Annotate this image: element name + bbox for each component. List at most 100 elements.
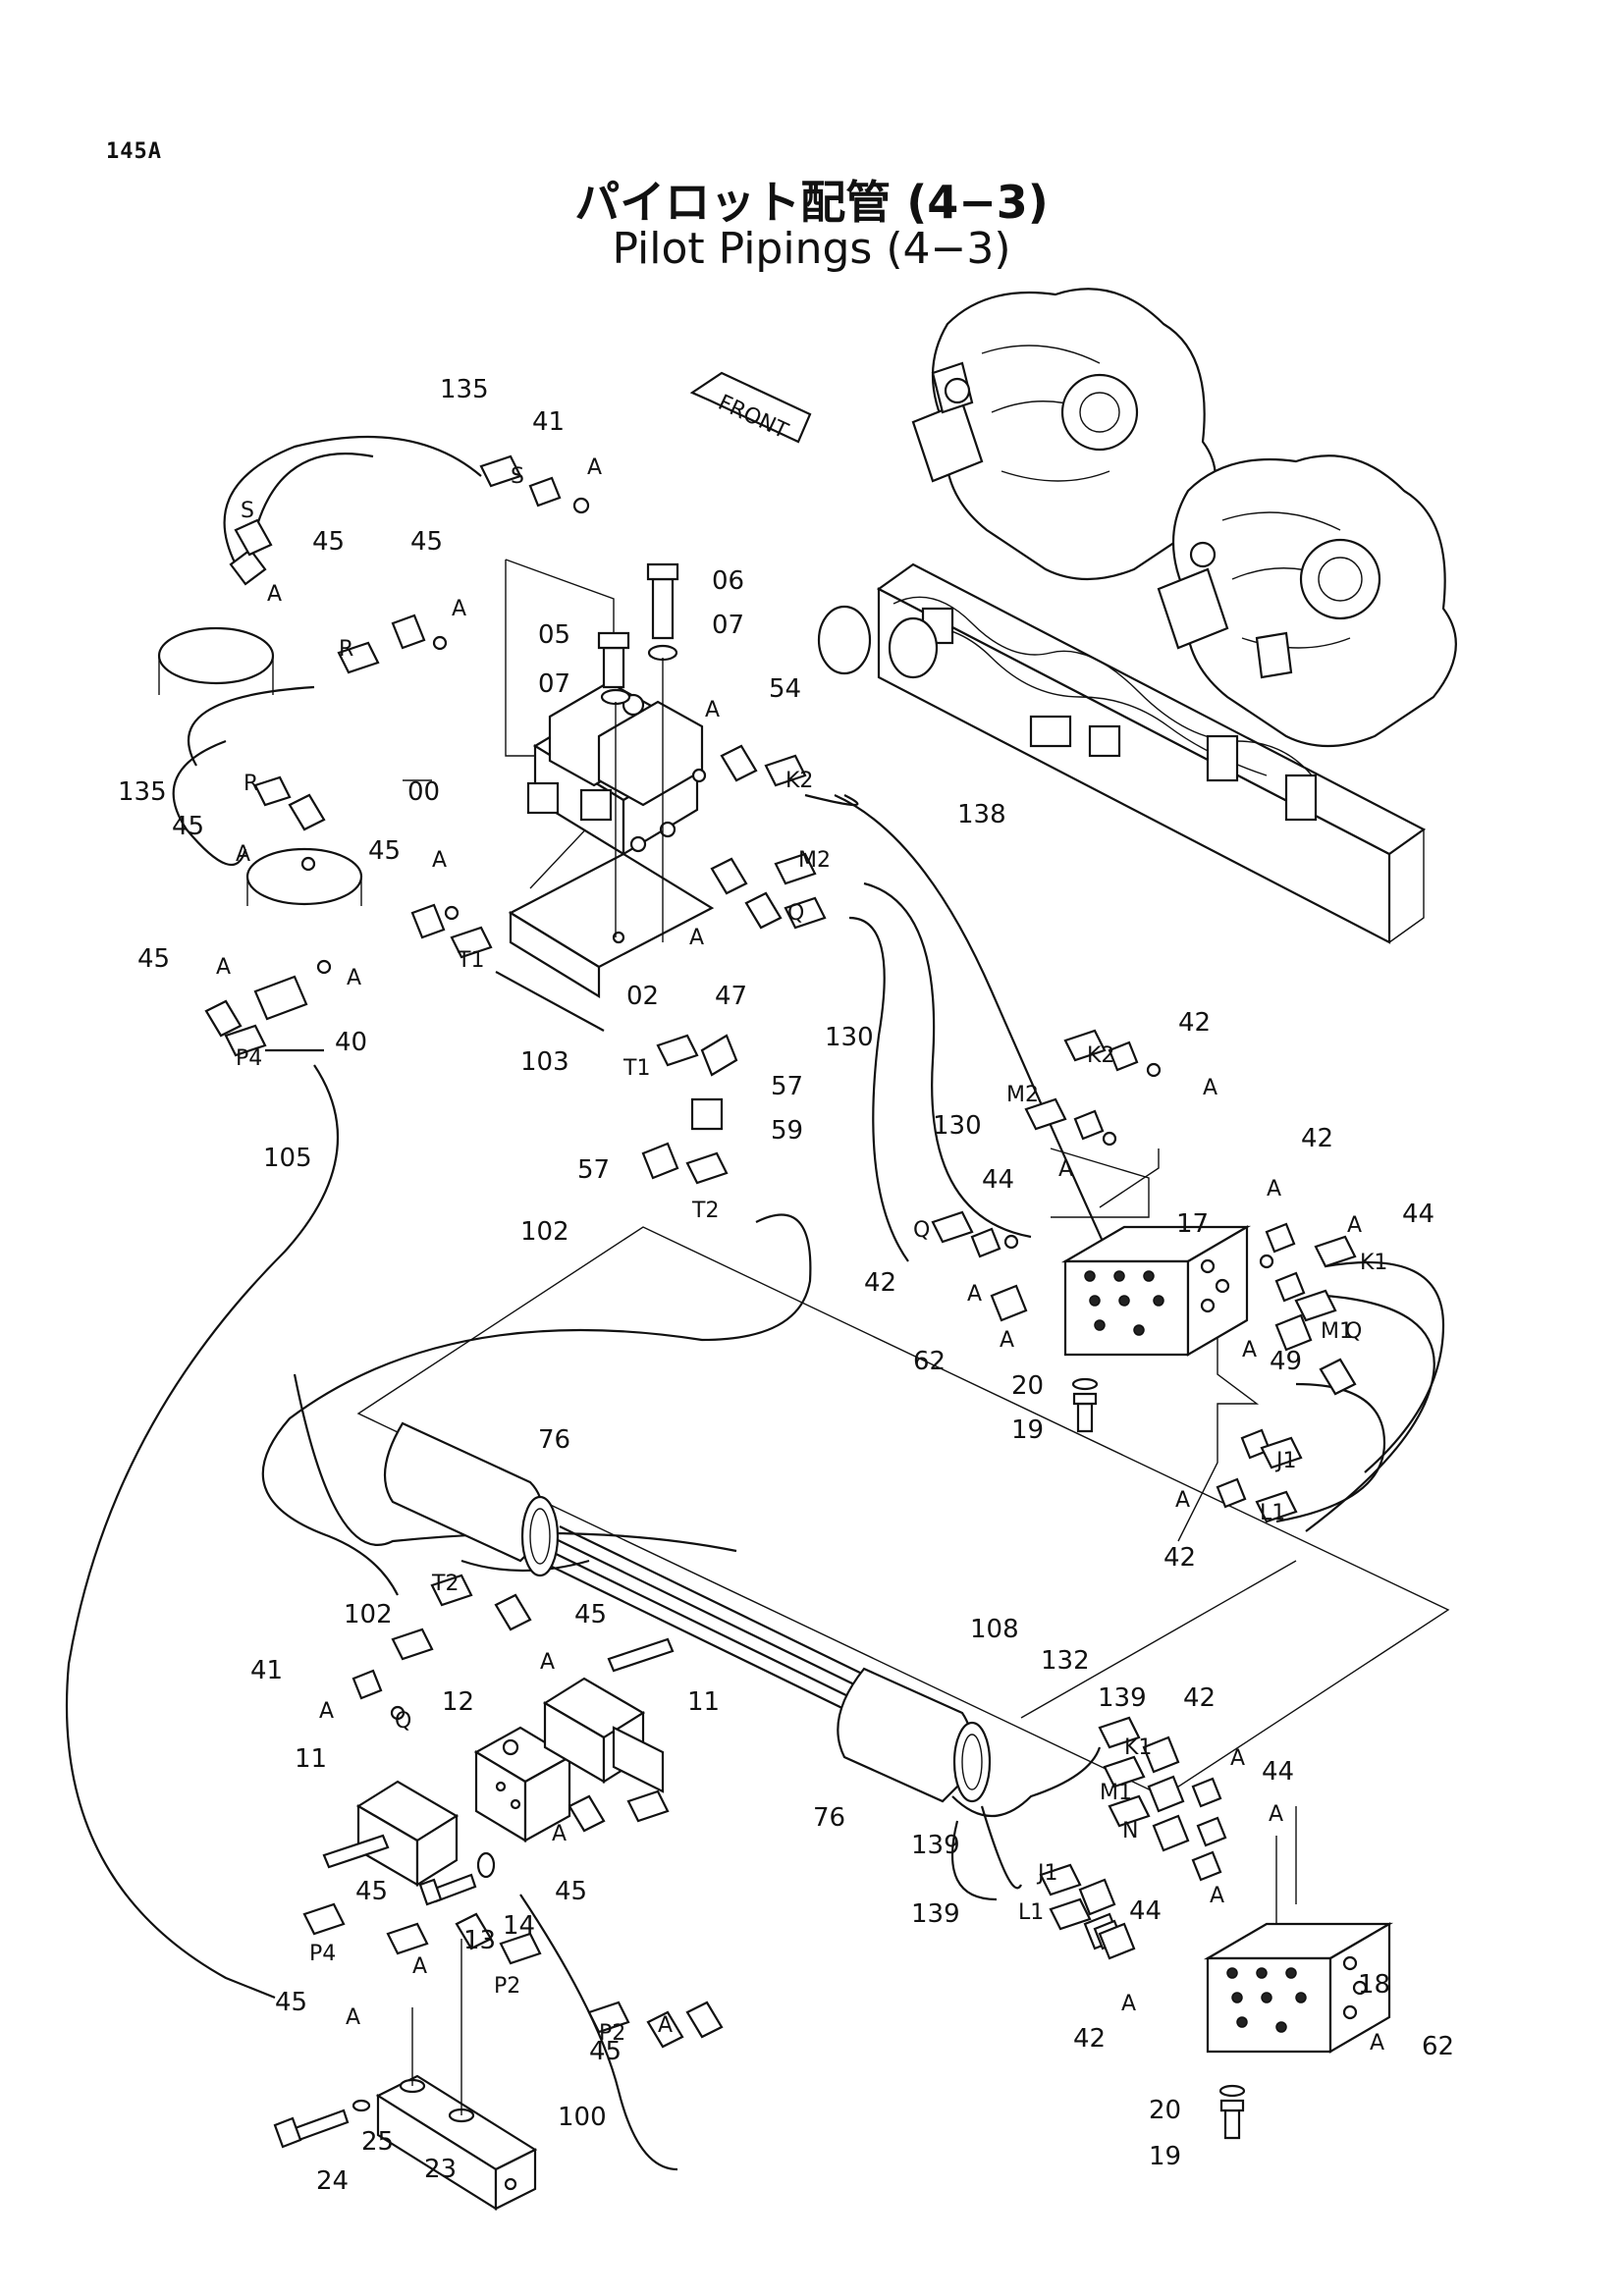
callout-41: 41 bbox=[532, 407, 565, 437]
callout-103: 103 bbox=[520, 1047, 569, 1077]
page-number: 145A bbox=[106, 139, 162, 164]
svg-text:A: A bbox=[1175, 1488, 1190, 1513]
bolt-13 bbox=[418, 1851, 496, 1906]
port-label: M2 bbox=[1006, 1083, 1039, 1107]
callout-47: 47 bbox=[715, 982, 747, 1011]
callout-45: 45 bbox=[137, 944, 170, 974]
svg-text:A: A bbox=[236, 842, 250, 867]
callout-23: 23 bbox=[424, 2155, 457, 2184]
block-23 bbox=[375, 1939, 538, 2211]
port-label: Q bbox=[1345, 1319, 1362, 1344]
callout-45: 45 bbox=[275, 1988, 307, 2017]
port-label: R bbox=[339, 637, 353, 662]
callout-42: 42 bbox=[1073, 2024, 1106, 2054]
callout-59: 59 bbox=[771, 1116, 803, 1146]
page-title-english: Pilot Pipings (4−3) bbox=[612, 224, 1011, 274]
port-label: K1 bbox=[1124, 1735, 1152, 1760]
callout-135: 135 bbox=[440, 375, 489, 404]
svg-text:A: A bbox=[1000, 1328, 1014, 1353]
callout-45: 45 bbox=[410, 527, 443, 557]
port-label: M1 bbox=[1321, 1319, 1353, 1344]
callout-54: 54 bbox=[769, 674, 801, 704]
svg-text:A: A bbox=[347, 966, 361, 990]
port-label: T2 bbox=[691, 1199, 719, 1223]
svg-text:A: A bbox=[452, 597, 466, 621]
callout-02: 02 bbox=[626, 982, 659, 1011]
part-callouts: 135 41 45 45 06 07 05 07 54 135 00 45 13… bbox=[118, 375, 1454, 2196]
callout-41: 41 bbox=[250, 1656, 283, 1685]
svg-text:A: A bbox=[1210, 1884, 1224, 1908]
callout-45: 45 bbox=[574, 1600, 607, 1629]
cylinder-76-lower bbox=[837, 1667, 992, 1803]
mount-disc bbox=[245, 847, 363, 906]
callout-07: 07 bbox=[538, 669, 570, 699]
pump-assembly bbox=[817, 288, 1457, 944]
callout-102: 102 bbox=[344, 1600, 393, 1629]
svg-text:A: A bbox=[412, 1954, 427, 1979]
callout-00: 00 bbox=[407, 777, 440, 807]
svg-text:A: A bbox=[1203, 1076, 1217, 1100]
callout-42: 42 bbox=[864, 1268, 896, 1298]
port-labels: S S R R K2 K2 M2 M2 Q Q Q Q T1 T1 T2 T2 … bbox=[236, 464, 1387, 2046]
port-label: Q bbox=[395, 1709, 411, 1734]
callout-12: 12 bbox=[442, 1687, 474, 1717]
callout-139: 139 bbox=[911, 1899, 960, 1929]
callout-44: 44 bbox=[1402, 1200, 1434, 1229]
callout-13: 13 bbox=[463, 1926, 496, 1955]
callout-18: 18 bbox=[1358, 1970, 1390, 2000]
callout-62: 62 bbox=[1422, 2032, 1454, 2061]
svg-text:A: A bbox=[1269, 1802, 1283, 1827]
port-label: P4 bbox=[236, 1046, 262, 1071]
callout-25: 25 bbox=[361, 2127, 394, 2157]
manifold-block-17 bbox=[1060, 1225, 1252, 1357]
callout-130: 130 bbox=[825, 1023, 874, 1052]
solenoid-11-left bbox=[322, 1780, 460, 1887]
callout-42: 42 bbox=[1183, 1683, 1216, 1713]
svg-text:A: A bbox=[1230, 1746, 1245, 1771]
svg-text:A: A bbox=[689, 926, 704, 950]
page-title-japanese: パイロット配管 (4−3) bbox=[574, 176, 1049, 229]
o-ring-reference-letters: A A A A A A A A A A A A A A A A A A A A … bbox=[216, 455, 1384, 2056]
port-label: S bbox=[511, 464, 524, 489]
callout-44: 44 bbox=[1262, 1757, 1294, 1787]
port-label: T1 bbox=[622, 1056, 650, 1081]
callout-76: 76 bbox=[813, 1803, 845, 1833]
svg-text:A: A bbox=[1267, 1177, 1281, 1201]
svg-text:A: A bbox=[540, 1650, 555, 1675]
mount-disc bbox=[157, 626, 275, 685]
port-label: Q bbox=[787, 901, 804, 926]
svg-text:A: A bbox=[346, 2005, 360, 2030]
callout-06: 06 bbox=[712, 566, 744, 596]
svg-text:A: A bbox=[587, 455, 602, 480]
callout-138: 138 bbox=[957, 800, 1006, 829]
callout-11: 11 bbox=[295, 1744, 327, 1774]
callout-132: 132 bbox=[1041, 1646, 1090, 1676]
callout-45: 45 bbox=[589, 2037, 622, 2066]
front-direction-tag: FRONT bbox=[689, 371, 812, 444]
callout-44: 44 bbox=[982, 1165, 1014, 1195]
svg-text:A: A bbox=[319, 1699, 334, 1724]
svg-text:A: A bbox=[267, 582, 282, 607]
svg-text:A: A bbox=[967, 1282, 982, 1307]
svg-text:A: A bbox=[1058, 1157, 1073, 1182]
callout-102: 102 bbox=[520, 1217, 569, 1247]
port-label: S bbox=[241, 499, 254, 523]
manifold-block-18 bbox=[1203, 1922, 1394, 2054]
port-label: J1 bbox=[1036, 1861, 1058, 1886]
port-label: M2 bbox=[798, 848, 831, 873]
cylinder-76-upper bbox=[383, 1421, 560, 1577]
callout-139: 139 bbox=[1098, 1683, 1147, 1713]
callout-17: 17 bbox=[1176, 1209, 1209, 1239]
callout-20: 20 bbox=[1149, 2096, 1181, 2125]
callout-42: 42 bbox=[1301, 1124, 1333, 1153]
svg-text:A: A bbox=[705, 698, 720, 722]
callout-108: 108 bbox=[970, 1615, 1019, 1644]
port-label: K1 bbox=[1360, 1251, 1387, 1275]
port-label: J1 bbox=[1274, 1449, 1297, 1473]
port-label: L1 bbox=[1260, 1501, 1285, 1525]
port-label: K2 bbox=[785, 769, 813, 793]
solenoid-valve-block bbox=[526, 680, 704, 856]
callout-130: 130 bbox=[933, 1111, 982, 1141]
port-label: T2 bbox=[431, 1572, 459, 1596]
callout-19: 19 bbox=[1011, 1415, 1044, 1445]
